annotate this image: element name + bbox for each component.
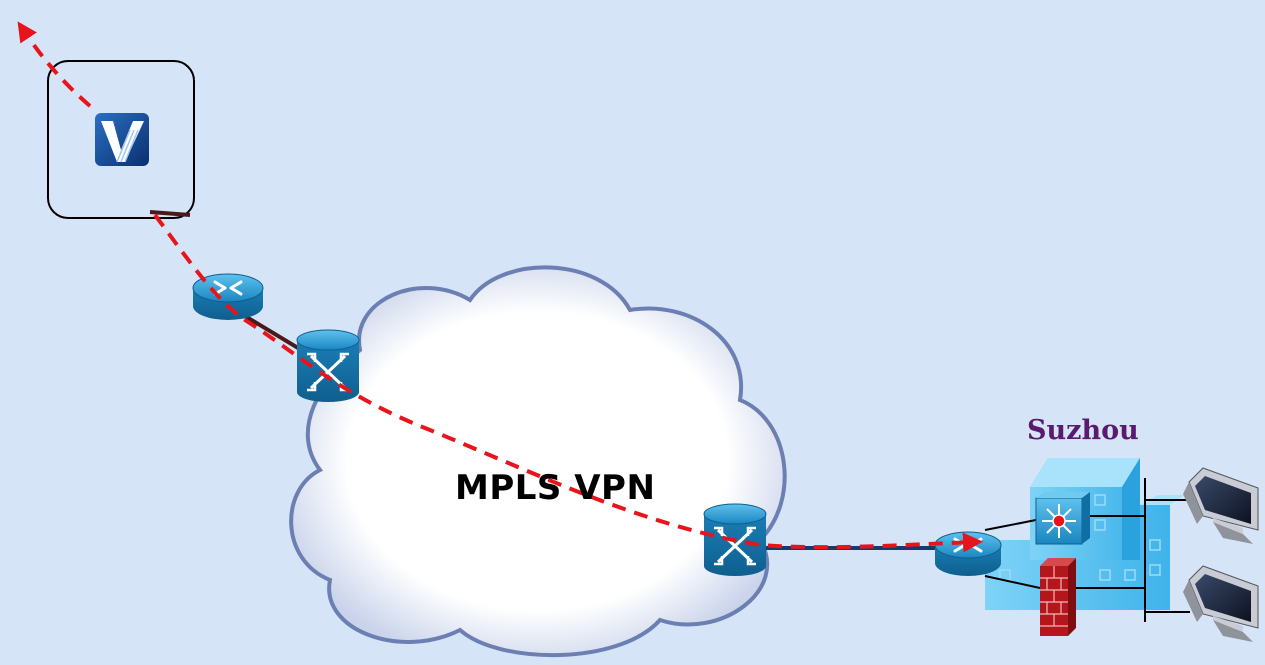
link-app-to-router: [149, 210, 191, 217]
router-icon: [934, 531, 1002, 576]
cloud-label: MPLS VPN: [455, 468, 656, 508]
traffic-path: [17, 21, 983, 553]
workstation-icon: [1183, 467, 1259, 544]
app-box: [47, 60, 195, 219]
mpls-cloud: [289, 265, 787, 658]
workstation-icon: [1183, 565, 1259, 642]
site-label: Suzhou: [1027, 415, 1139, 446]
firewall-icon: [1040, 558, 1076, 636]
switch-icon: [703, 503, 767, 576]
switch-icon: [296, 329, 360, 402]
building-icon: [985, 458, 1184, 610]
l3-switch-icon: [1035, 492, 1090, 545]
app-logo-icon: [95, 113, 149, 166]
site-suzhou: [934, 458, 1259, 642]
